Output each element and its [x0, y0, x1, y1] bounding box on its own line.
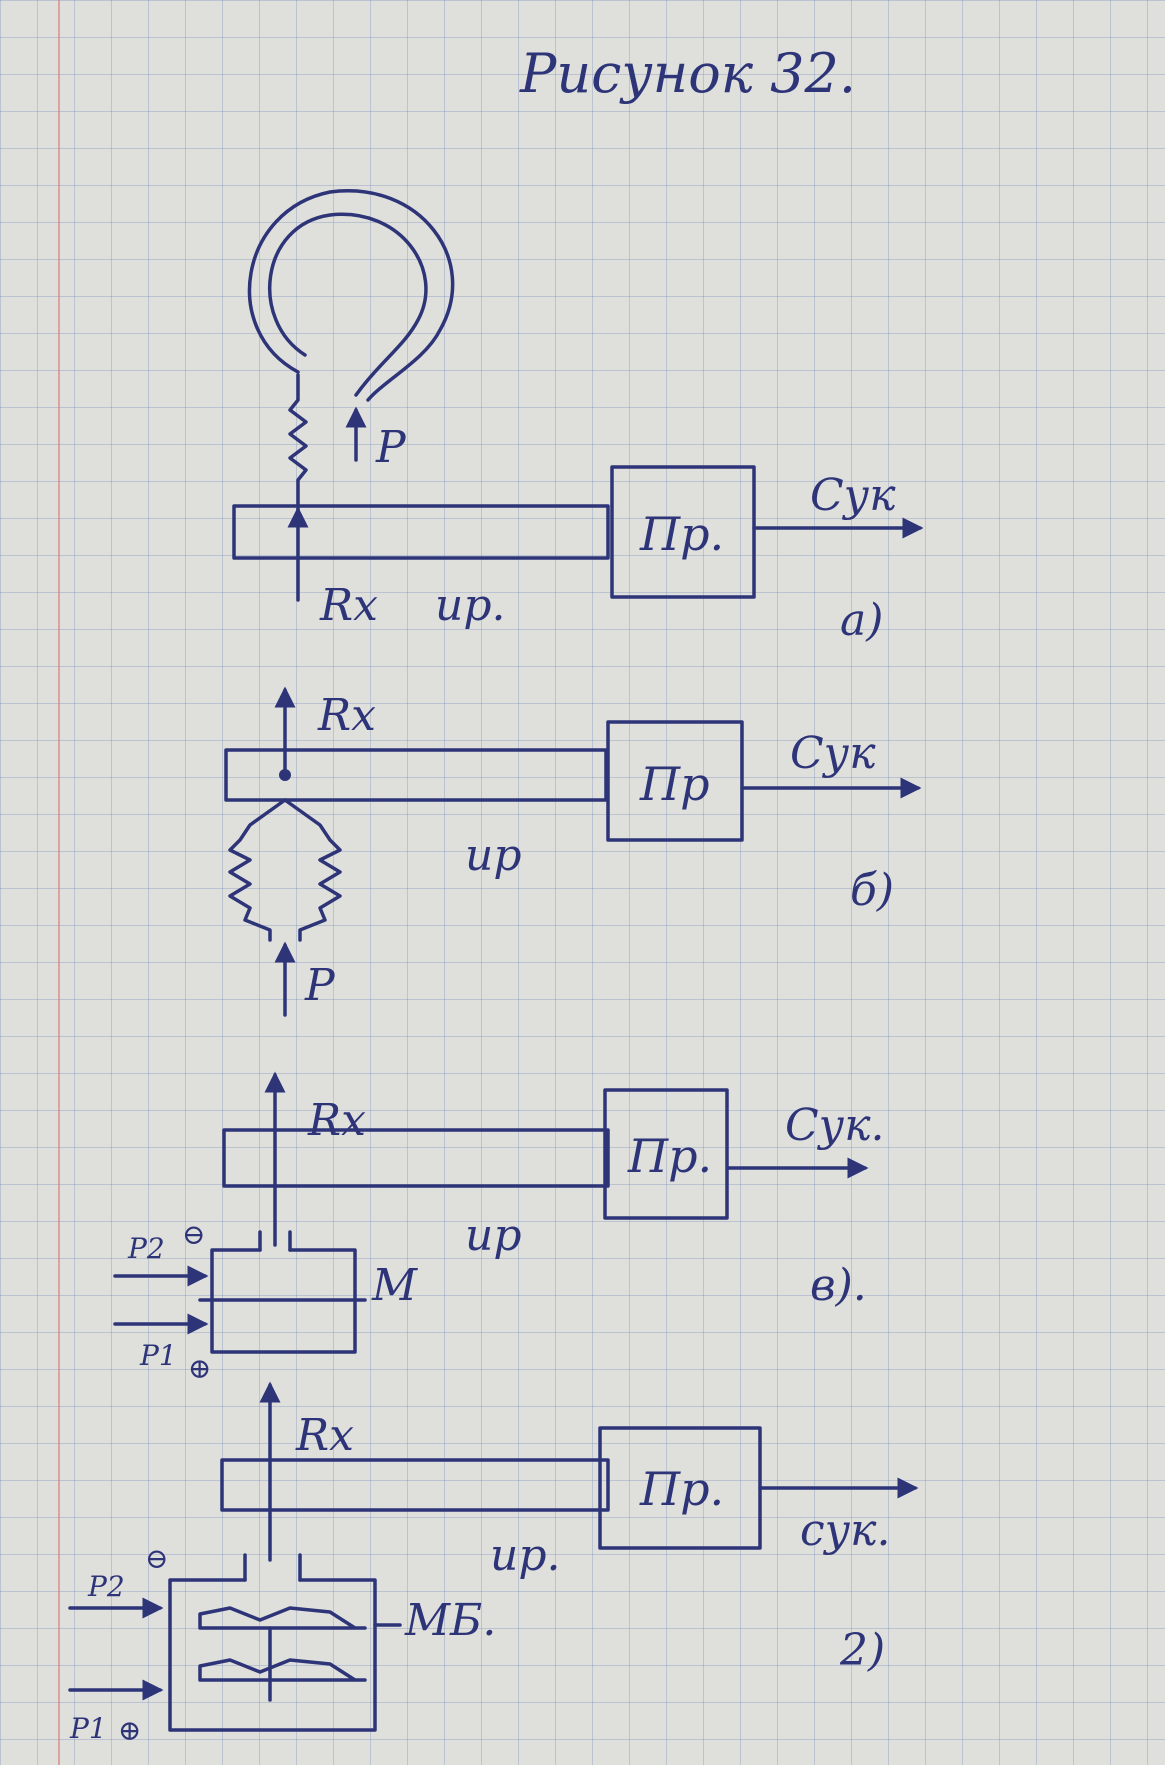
spring-right-b: [283, 798, 342, 942]
output-label-b: Сук: [790, 728, 876, 779]
converter-box-b: [606, 720, 744, 842]
output-label-g: сук.: [800, 1505, 890, 1556]
converter-label-v: Пр.: [627, 1129, 712, 1183]
element-label-v: М: [371, 1260, 418, 1311]
margin-line: [58, 0, 60, 1765]
p2-label-v: P2: [127, 1232, 165, 1265]
membrane-body-v: [210, 1248, 357, 1354]
element-label-g: МБ.: [404, 1595, 496, 1646]
scheme-v: Rx ир М P2 ⊖ P1 ⊕ Пр. Сук. в).: [113, 1071, 884, 1385]
p1-sign-g: ⊕: [118, 1714, 141, 1747]
rod-label-v: Rx: [307, 1095, 366, 1146]
converter-label-g: Пр.: [639, 1462, 724, 1516]
scheme-a: P Rx ир. Пр. Сук а): [232, 189, 924, 646]
scheme-label-a: а): [840, 595, 883, 646]
rod-label-a: Rx: [319, 580, 378, 631]
rail-label-a: ир.: [435, 580, 506, 631]
spring-a: [288, 373, 308, 517]
membrane-upper-g: [198, 1606, 367, 1630]
bourdon-tube-outer: [247, 189, 455, 402]
pressure-label-b: P: [304, 960, 336, 1011]
rail-v: [222, 1128, 610, 1188]
p1-sign-v: ⊕: [188, 1352, 211, 1385]
rail-label-v: ир: [465, 1210, 522, 1261]
output-label-v: Сук.: [785, 1100, 884, 1151]
output-label-a: Сук: [810, 470, 896, 521]
membrane-block-body-g: [168, 1578, 377, 1732]
membrane-lower-g: [198, 1658, 367, 1682]
p2-sign-v: ⊖: [182, 1218, 205, 1251]
p2-sign-g: ⊖: [145, 1542, 168, 1575]
p1-label-g: P1: [69, 1712, 107, 1745]
pivot-dot-b: [279, 769, 291, 781]
scheme-label-g: 2): [839, 1625, 885, 1676]
scheme-b: Rx P ир Пр Сук б): [224, 686, 922, 1017]
pressure-label-a: P: [375, 422, 407, 473]
converter-label-b: Пр: [639, 757, 710, 811]
p1-label-v: P1: [139, 1339, 177, 1372]
p2-label-g: P2: [87, 1570, 125, 1603]
figure-title: Рисунок 32.: [519, 42, 856, 105]
scheme-g: Rx ир. МБ. P2 ⊖ P1 ⊕ Пр. сук. 2): [68, 1381, 919, 1747]
scheme-label-b: б): [850, 865, 894, 916]
rail-g: [220, 1458, 610, 1512]
rail-label-b: ир: [465, 830, 522, 881]
bourdon-tube-inner: [267, 212, 428, 397]
rail-b: [224, 748, 608, 802]
rail-a: [232, 504, 610, 560]
spring-left-b: [228, 798, 287, 942]
rail-label-g: ир.: [490, 1530, 561, 1581]
rod-label-g: Rx: [295, 1410, 354, 1461]
converter-box-v: [603, 1088, 729, 1220]
rod-label-b: Rx: [317, 690, 376, 741]
scheme-label-v: в).: [810, 1260, 867, 1311]
converter-label-a: Пр.: [639, 507, 724, 561]
converter-box-a: [610, 465, 756, 599]
